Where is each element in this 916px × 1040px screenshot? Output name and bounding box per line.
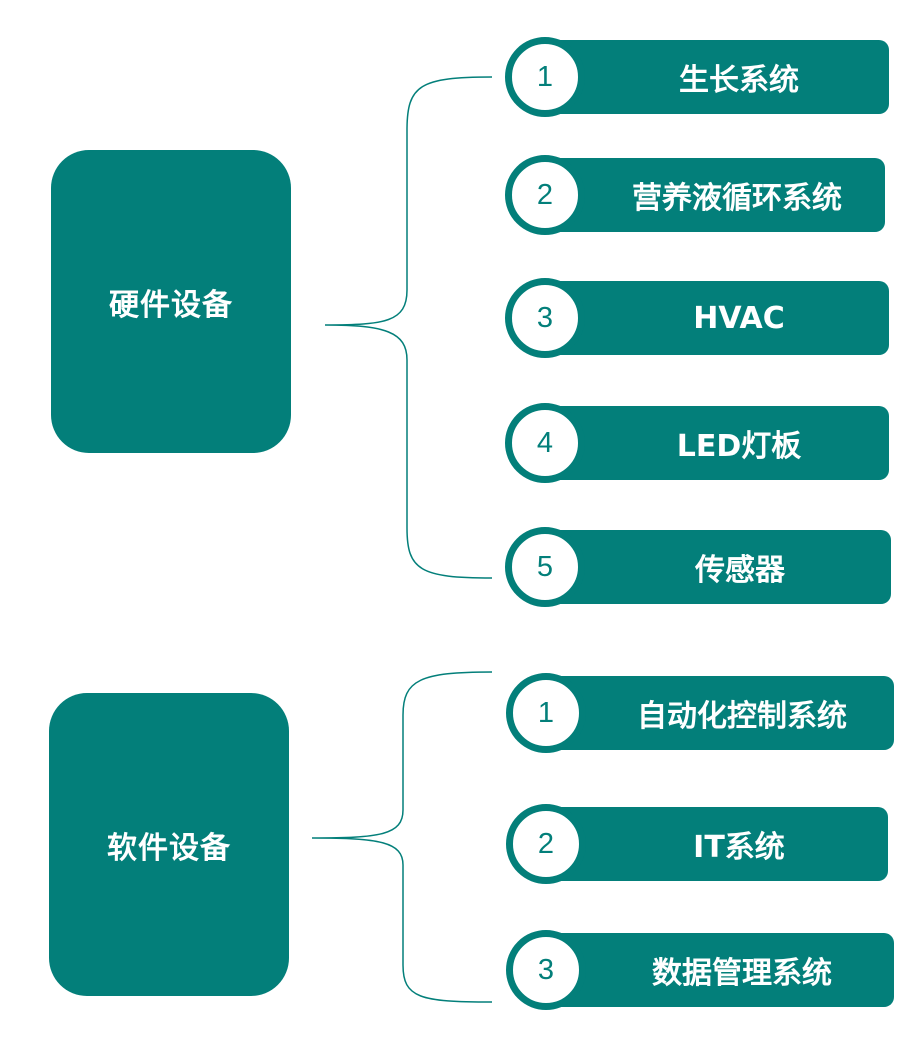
item-bar: 生长系统 <box>539 40 889 114</box>
item-number: 4 <box>536 426 554 459</box>
item-label: LED灯板 <box>676 429 802 464</box>
item-bar: 自动化控制系统 <box>540 676 894 750</box>
hardware-item-4: LED灯板 4 <box>505 403 889 483</box>
item-number: 1 <box>536 60 554 93</box>
item-number-badge: 3 <box>505 278 585 358</box>
item-number: 3 <box>536 301 554 334</box>
software-item-1: 自动化控制系统 1 <box>506 673 894 753</box>
item-number-badge: 3 <box>506 930 586 1010</box>
item-number-badge: 5 <box>505 527 585 607</box>
hardware-category: 硬件设备 <box>51 150 291 453</box>
item-number-badge: 1 <box>506 673 586 753</box>
hardware-item-5: 传感器 5 <box>505 527 891 607</box>
hardware-item-3: HVAC 3 <box>505 278 889 358</box>
item-number: 3 <box>537 953 555 986</box>
software-category-title: 软件设备 <box>107 830 231 866</box>
item-label: 自动化控制系统 <box>637 699 847 734</box>
item-number-badge: 2 <box>506 804 586 884</box>
hardware-bracket <box>324 76 493 579</box>
item-label: 生长系统 <box>679 63 799 98</box>
item-bar: 传感器 <box>539 530 891 604</box>
item-bar: 营养液循环系统 <box>539 158 885 232</box>
item-number: 1 <box>537 696 555 729</box>
item-bar: IT系统 <box>540 807 888 881</box>
item-label: HVAC <box>693 300 785 336</box>
item-label: 传感器 <box>695 553 785 588</box>
hardware-item-1: 生长系统 1 <box>505 37 889 117</box>
item-bar: 数据管理系统 <box>540 933 894 1007</box>
software-category: 软件设备 <box>49 693 289 996</box>
item-number: 5 <box>536 550 554 583</box>
software-bracket <box>311 671 493 1003</box>
item-label: 数据管理系统 <box>652 956 832 991</box>
item-bar: HVAC <box>539 281 889 355</box>
item-label: IT系统 <box>693 830 785 865</box>
hardware-item-2: 营养液循环系统 2 <box>505 155 885 235</box>
software-item-2: IT系统 2 <box>506 804 888 884</box>
item-bar: LED灯板 <box>539 406 889 480</box>
software-item-3: 数据管理系统 3 <box>506 930 894 1010</box>
item-number-badge: 4 <box>505 403 585 483</box>
hardware-category-title: 硬件设备 <box>109 287 233 323</box>
item-label: 营养液循环系统 <box>632 181 842 216</box>
item-number: 2 <box>537 827 555 860</box>
item-number-badge: 2 <box>505 155 585 235</box>
item-number-badge: 1 <box>505 37 585 117</box>
item-number: 2 <box>536 178 554 211</box>
